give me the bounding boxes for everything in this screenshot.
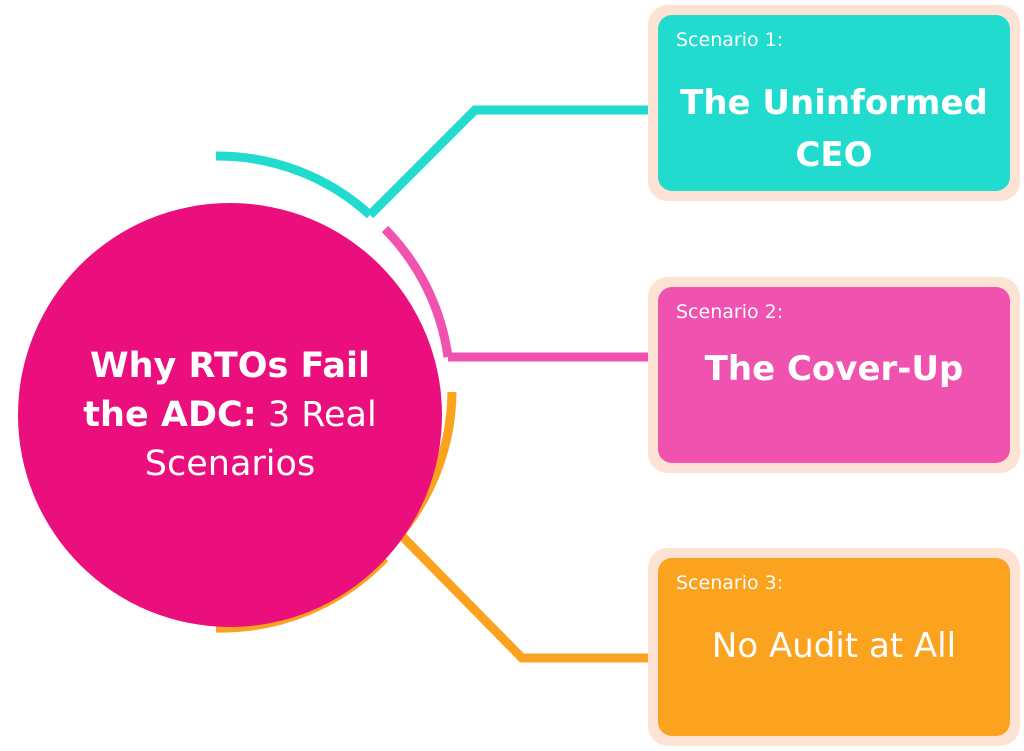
teal-connector: [366, 105, 656, 219]
scenario-2-kicker: Scenario 2:: [676, 301, 784, 323]
scenario-2-title: The Cover-Up: [704, 349, 964, 389]
teal-arc: [215, 151, 374, 219]
hub-title-light: 3 Real Scenarios: [144, 394, 377, 484]
scenario-card-2-body: Scenario 2: The Cover-Up: [658, 287, 1010, 463]
scenario-3-kicker: Scenario 3:: [676, 572, 784, 594]
scenario-card-1-body: Scenario 1: The Uninformed CEO: [658, 15, 1010, 191]
scenario-1-title: The Uninformed CEO: [680, 83, 988, 175]
scenario-1-kicker: Scenario 1:: [676, 29, 784, 51]
scenario-3-title: No Audit at All: [711, 626, 957, 666]
central-hub-circle: Why RTOs Fail the ADC: 3 Real Scenarios: [18, 203, 442, 627]
hub-title-bold: Why RTOs Fail the ADC:: [83, 345, 371, 435]
scenario-card-3: Scenario 3: No Audit at All: [648, 548, 1020, 746]
pink-arc: [381, 225, 453, 358]
scenario-card-2: Scenario 2: The Cover-Up: [648, 277, 1020, 473]
scenario-card-1: Scenario 1: The Uninformed CEO: [648, 5, 1020, 201]
hub-title: Why RTOs Fail the ADC: 3 Real Scenarios: [75, 342, 385, 489]
scenario-card-3-body: Scenario 3: No Audit at All: [658, 558, 1010, 736]
orange-connector: [396, 530, 656, 663]
